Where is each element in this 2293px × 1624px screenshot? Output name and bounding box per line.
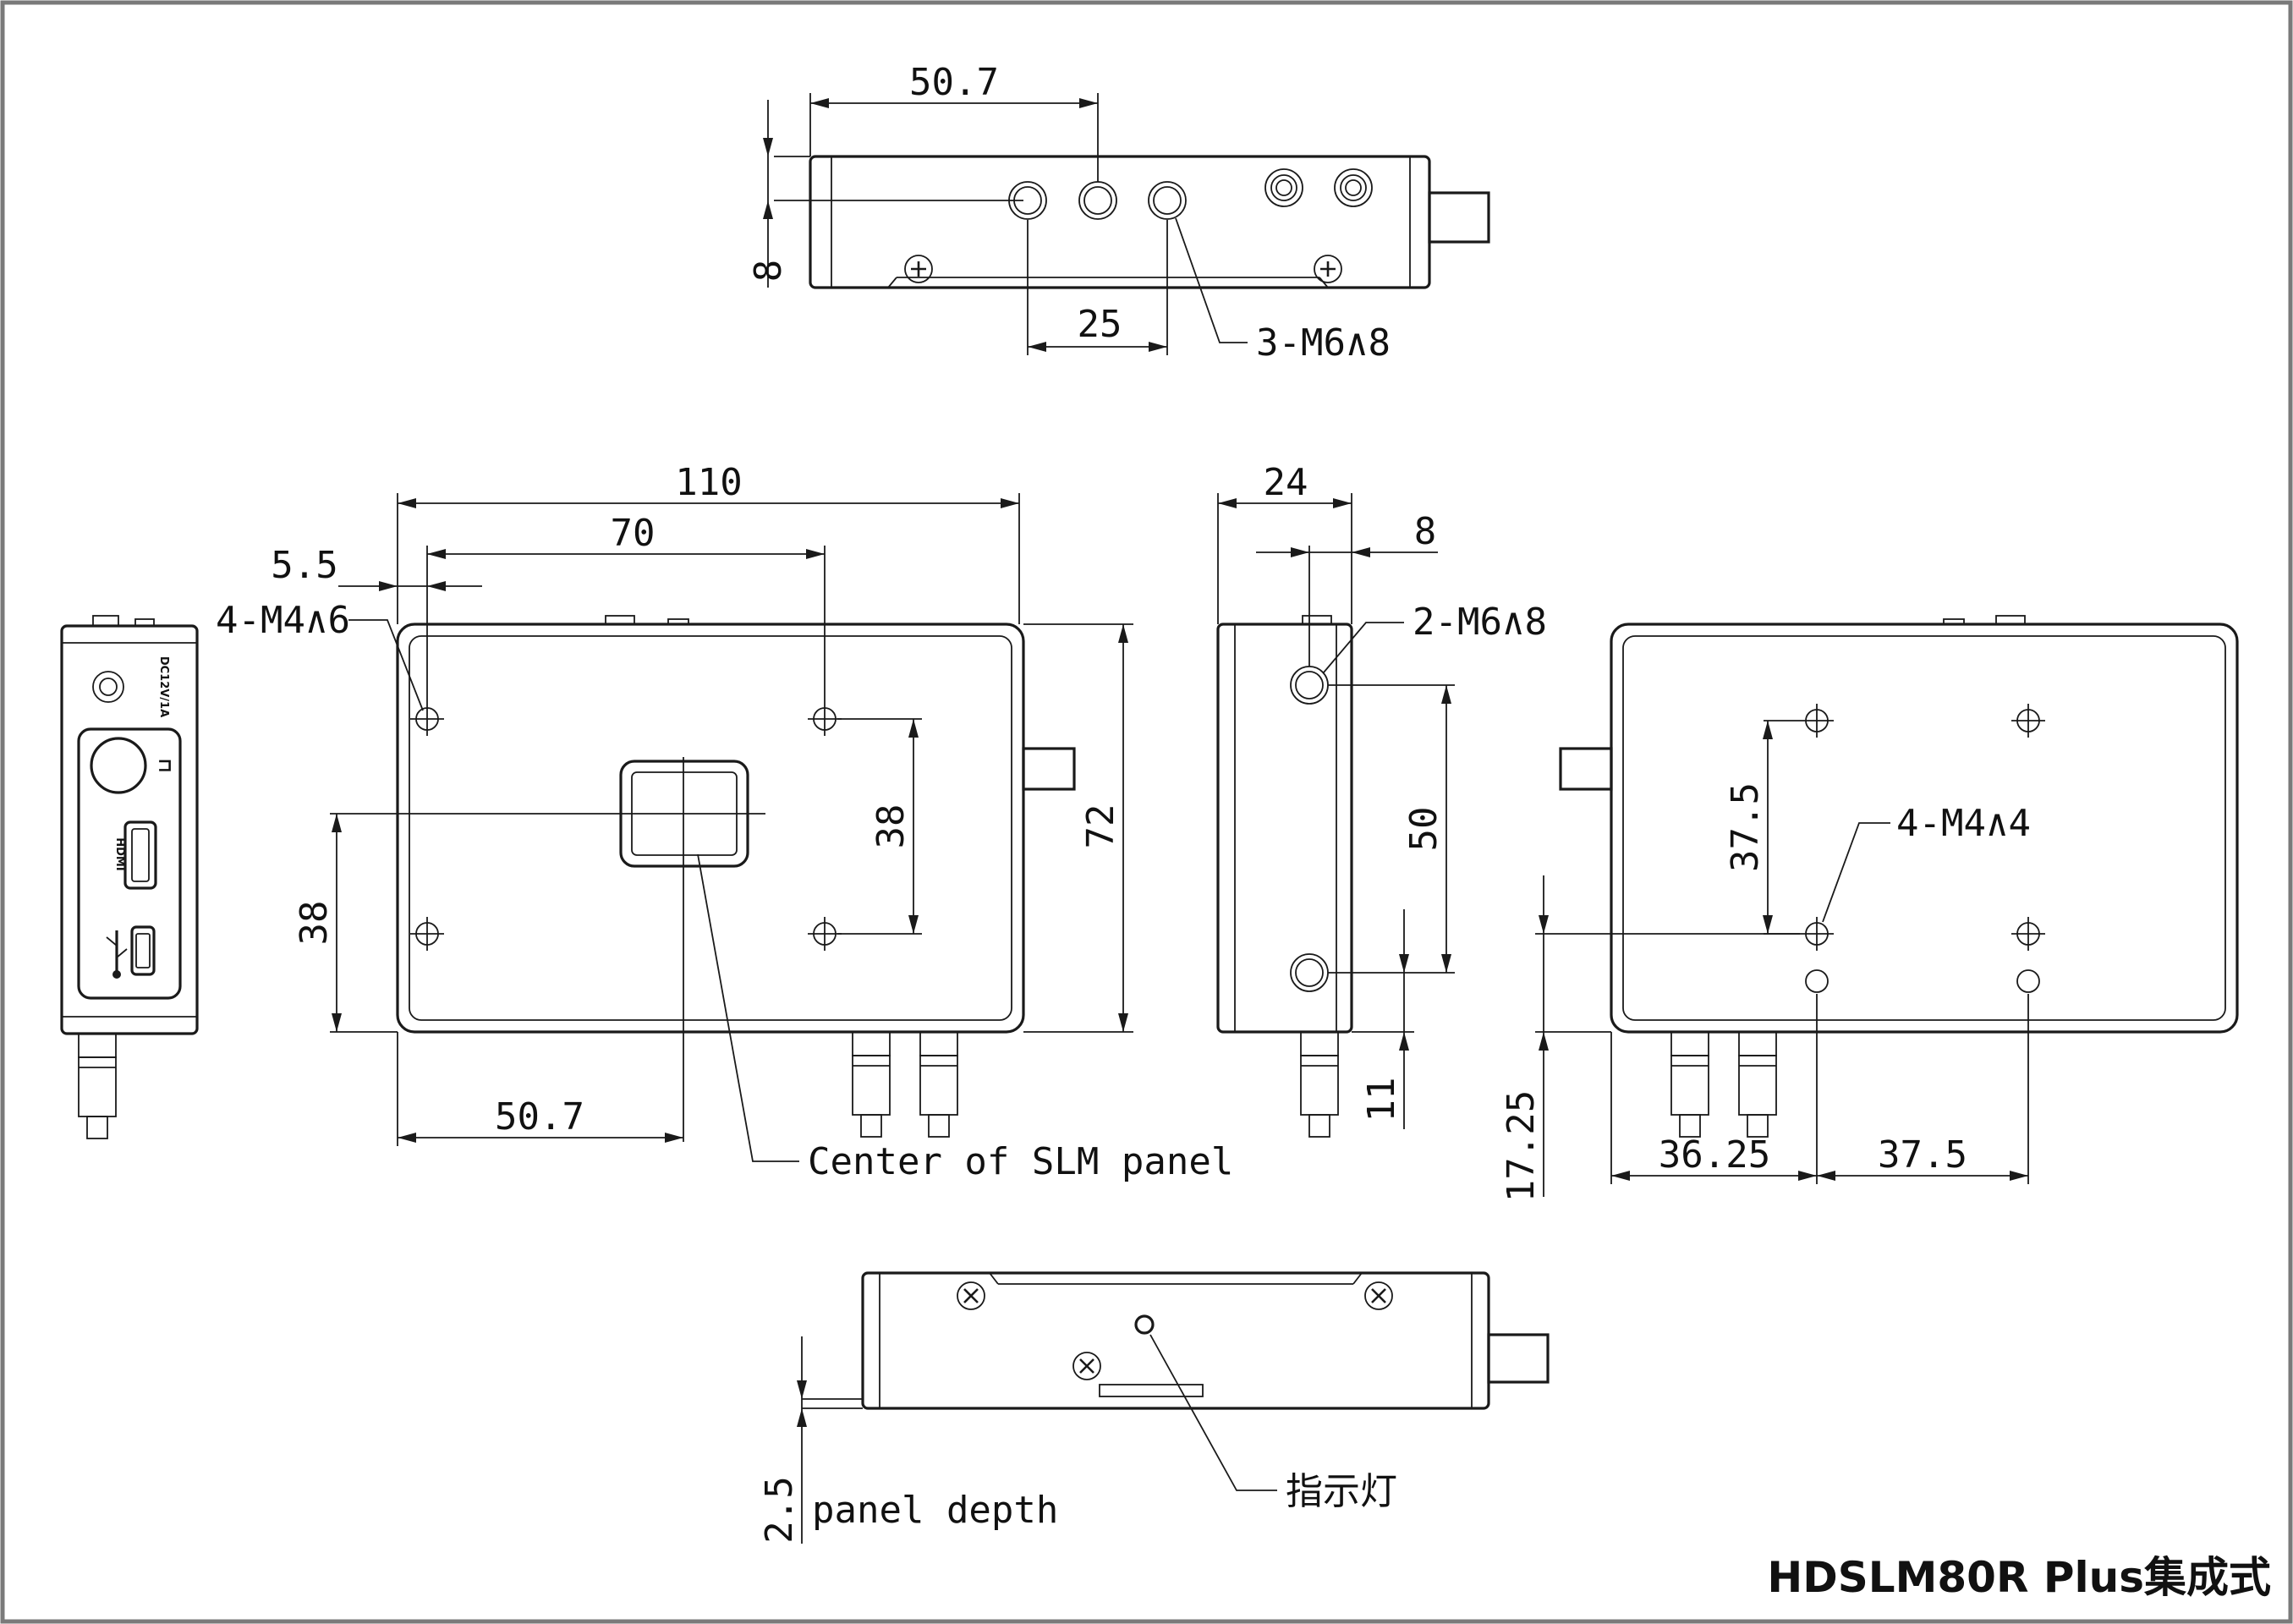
top-view-body <box>809 155 1431 289</box>
bottom-view: 2.5 panel depth 指示灯 <box>758 1271 1550 1544</box>
side-view-body <box>1216 623 1353 1034</box>
hole-icon <box>1805 969 1829 993</box>
sma-connector-icon <box>1670 1031 1709 1138</box>
sma-connector-icon <box>1300 1031 1339 1138</box>
back-view: 37.5 4-M4∧4 17.25 36.25 37.5 <box>1500 615 2239 1202</box>
dim-back-bottom-offset: 17.25 <box>1500 1090 1543 1202</box>
screw-icon <box>956 1281 986 1311</box>
hole-icon <box>1078 181 1117 220</box>
hole-icon <box>409 916 445 952</box>
hdmi-label: HDMI <box>113 837 126 870</box>
indicator-label: 指示灯 <box>1286 1470 1397 1513</box>
sma-connector-icon <box>919 1031 958 1138</box>
dim-top-height: 8 <box>747 260 790 283</box>
front-view: 110 70 5.5 4-M4∧6 38 38 72 <box>216 461 1233 1183</box>
hdmi-port-icon <box>123 820 157 890</box>
hole-icon <box>1290 953 1329 992</box>
side-view: 24 8 2-M6∧8 50 11 <box>1216 461 1547 1138</box>
dim-back-hole-spacing-x: 37.5 <box>1878 1133 1967 1177</box>
power-label: DC12V/1A <box>157 656 170 717</box>
hole-icon <box>2010 703 2046 738</box>
screw-icon <box>903 254 934 284</box>
hole-callout-top: 3-M6∧8 <box>1256 321 1391 365</box>
dim-side-hole-spacing: 50 <box>1402 807 1445 852</box>
hole-icon <box>409 701 445 737</box>
port-panel <box>77 727 182 1000</box>
hole-icon <box>807 701 842 737</box>
panel-depth-label: panel depth <box>812 1489 1058 1532</box>
front-connector <box>1022 747 1076 791</box>
bottom-view-body <box>861 1271 1490 1410</box>
usb-port-icon <box>130 925 156 976</box>
screw-icon <box>1072 1351 1102 1381</box>
hole-icon <box>2016 969 2040 993</box>
dim-hole-spacing-x: 70 <box>611 512 656 555</box>
dim-side-hole-offset: 8 <box>1414 510 1437 553</box>
sma-connector-icon <box>852 1031 891 1138</box>
back-view-body <box>1610 623 2239 1034</box>
hole-callout-front: 4-M4∧6 <box>216 599 350 642</box>
dim-overall-width: 110 <box>675 461 742 504</box>
center-label: Center of SLM panel <box>808 1140 1233 1183</box>
hole-icon <box>807 916 842 952</box>
screw-icon <box>1363 1281 1394 1311</box>
bottom-connector <box>1487 1333 1550 1384</box>
svg-text:⊓: ⊓ <box>154 758 175 773</box>
audio-jack-icon <box>90 737 147 794</box>
dim-hole-spacing-y: 38 <box>869 804 913 849</box>
top-view: 50.7 25 8 3-M6∧8 <box>747 61 1490 365</box>
screw-icon <box>1313 254 1343 284</box>
dim-top-width: 50.7 <box>909 61 999 104</box>
back-connector <box>1559 747 1613 791</box>
dim-back-left-offset: 36.25 <box>1659 1133 1770 1177</box>
indicator-led-icon <box>1134 1314 1155 1335</box>
dim-side-bottom-offset: 11 <box>1360 1078 1403 1122</box>
top-view-connector <box>1428 191 1490 244</box>
drawing-title: HDSLM80R Plus集成式 <box>1767 1553 2271 1602</box>
hole-icon <box>1290 666 1329 705</box>
hole-icon <box>1799 916 1835 952</box>
dim-center-x: 50.7 <box>495 1095 584 1138</box>
dim-overall-height: 72 <box>1079 804 1122 849</box>
hole-callout-side: 2-M6∧8 <box>1413 601 1547 644</box>
left-end-view: DC12V/1A ⊓ HDMI <box>60 615 199 1139</box>
hole-icon <box>1148 181 1187 220</box>
end-view-body <box>60 624 199 1035</box>
sma-connector-icon <box>1738 1031 1777 1138</box>
hole-icon <box>1799 703 1835 738</box>
sma-port-icon <box>1264 168 1303 207</box>
dim-center-y: 38 <box>293 901 336 946</box>
dim-edge-offset: 5.5 <box>271 544 337 587</box>
usb-symbol-icon <box>106 930 128 979</box>
sma-port-icon <box>1334 168 1373 207</box>
hole-callout-back: 4-M4∧4 <box>1896 802 2031 845</box>
front-view-body <box>396 623 1025 1034</box>
dim-back-hole-spacing-y: 37.5 <box>1724 782 1767 872</box>
dim-panel-depth: 2.5 <box>758 1476 801 1543</box>
dim-top-spacing: 25 <box>1078 303 1122 346</box>
sma-connector-icon <box>78 1033 117 1139</box>
dim-side-depth: 24 <box>1264 461 1308 504</box>
power-jack-icon <box>92 671 124 703</box>
hole-icon <box>2010 916 2046 952</box>
